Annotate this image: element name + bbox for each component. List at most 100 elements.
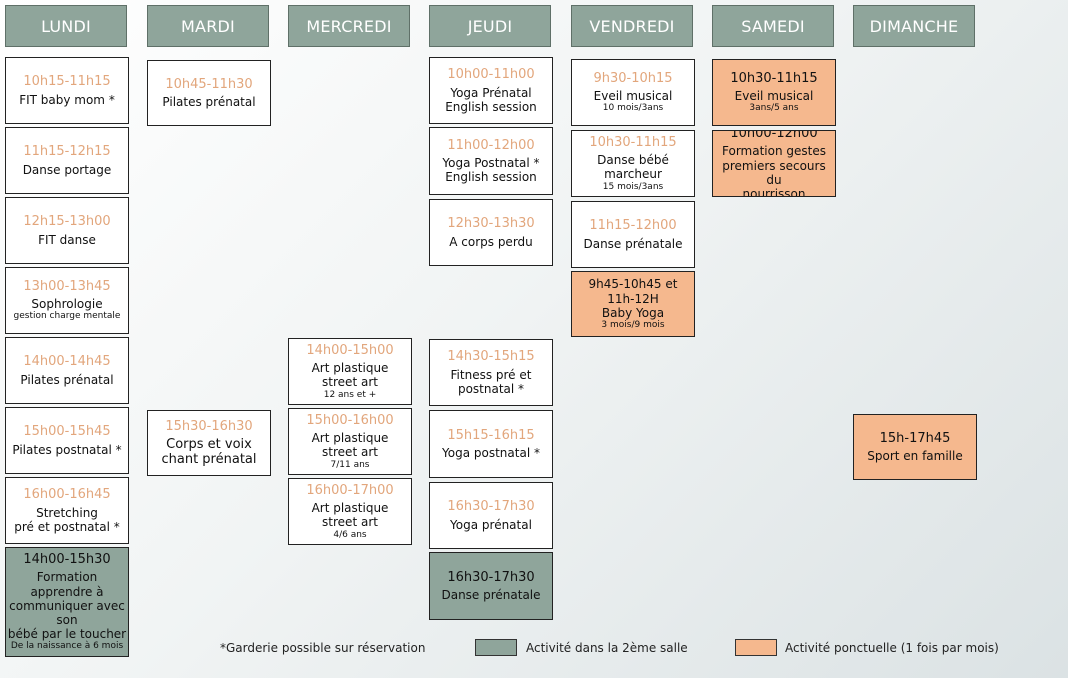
- activity-time: 10h00-12h00: [730, 130, 818, 142]
- activity-card: 14h30-15h15 Fitness pré et postnatal *: [429, 339, 553, 406]
- day-header-vendredi: VENDREDI: [571, 5, 693, 47]
- activity-title-line2: English session: [445, 99, 537, 114]
- activity-subtitle: 12 ans et +: [323, 389, 377, 400]
- activity-card: 9h30-10h15 Eveil musical 10 mois/3ans: [571, 59, 695, 126]
- activity-title: Formation apprendre à: [30, 570, 104, 599]
- activity-time-line2: 11h-12H: [607, 291, 659, 306]
- activity-subtitle: De la naissance à 6 mois: [10, 641, 124, 652]
- activity-card: 15h00-16h00 Art plastique street art 7/1…: [288, 408, 412, 475]
- activity-time: 13h00-13h45: [23, 278, 111, 294]
- activity-title: Eveil musical: [734, 89, 814, 104]
- activity-card: 10h00-11h00 Yoga Prénatal English sessio…: [429, 57, 553, 124]
- activity-time: 9h30-10h15: [593, 70, 673, 86]
- activity-card: 11h15-12h15 Danse portage: [5, 127, 129, 194]
- activity-title: Sophrologie: [31, 297, 103, 312]
- activity-card-occasional: 10h30-11h15 Eveil musical 3ans/5 ans: [712, 59, 836, 126]
- legend-swatch-occasional: [735, 639, 777, 656]
- activity-card-occasional: 15h-17h45 Sport en famille: [853, 414, 977, 480]
- activity-title: Eveil musical: [593, 89, 673, 104]
- activity-title: Sport en famille: [867, 449, 963, 464]
- activity-title-line3: nourrisson: [742, 186, 806, 197]
- activity-title: Yoga Prénatal: [450, 85, 532, 100]
- activity-title-line2: communiquer avec son: [9, 598, 125, 627]
- activity-time: 16h00-17h00: [306, 482, 394, 498]
- day-header-jeudi: JEUDI: [429, 5, 551, 47]
- activity-time: 10h00-11h00: [447, 67, 535, 83]
- activity-subtitle: gestion charge mentale: [13, 311, 121, 322]
- activity-title: Baby Yoga: [601, 305, 665, 320]
- activity-time: 14h00-15h00: [306, 342, 394, 358]
- activity-title: Stretching: [36, 505, 98, 520]
- activity-title-line2: pré et postnatal *: [14, 519, 120, 534]
- activity-time: 16h30-17h30: [447, 499, 535, 515]
- activity-title: Yoga prénatal: [450, 517, 532, 532]
- activity-card: 10h15-11h15 FIT baby mom *: [5, 57, 129, 124]
- activity-time: 16h00-16h45: [23, 487, 111, 503]
- activity-title: FIT danse: [38, 232, 96, 247]
- activity-time: 15h30-16h30: [165, 418, 253, 434]
- activity-title-line3: bébé par le toucher: [7, 627, 127, 642]
- activity-time: 10h30-11h15: [730, 70, 818, 86]
- activity-subtitle: 7/11 ans: [330, 459, 370, 470]
- activity-card: 13h00-13h45 Sophrologie gestion charge m…: [5, 267, 129, 334]
- legend-occasional-label: Activité ponctuelle (1 fois par mois): [785, 641, 999, 655]
- activity-time: 9h45-10h45 et: [588, 277, 678, 292]
- activity-time: 11h15-12h15: [23, 144, 111, 160]
- activity-title-line2: street art: [322, 515, 378, 530]
- activity-time: 14h00-15h30: [23, 552, 111, 568]
- activity-time: 15h15-16h15: [447, 427, 535, 443]
- activity-title: Pilates prénatal: [20, 372, 114, 387]
- activity-time: 12h30-13h30: [447, 216, 535, 232]
- activity-title: Pilates prénatal: [162, 95, 256, 110]
- activity-title: Pilates postnatal *: [12, 442, 122, 457]
- activity-subtitle: 10 mois/3ans: [602, 103, 664, 114]
- activity-title: Fitness pré et: [450, 367, 532, 382]
- activity-title-line2: street art: [322, 375, 378, 390]
- activity-card: 10h30-11h15 Danse bébé marcheur 15 mois/…: [571, 130, 695, 197]
- day-header-dimanche: DIMANCHE: [853, 5, 975, 47]
- activity-card: 10h45-11h30 Pilates prénatal: [147, 60, 271, 126]
- activity-title-line2: postnatal *: [457, 381, 525, 396]
- legend-room2-label: Activité dans la 2ème salle: [526, 641, 688, 655]
- activity-time: 10h45-11h30: [165, 76, 253, 92]
- day-header-samedi: SAMEDI: [712, 5, 834, 47]
- activity-card-room2: 14h00-15h30 Formation apprendre à commun…: [5, 547, 129, 657]
- activity-time: 16h30-17h30: [447, 569, 535, 585]
- activity-time: 12h15-13h00: [23, 214, 111, 230]
- activity-time: 10h15-11h15: [23, 74, 111, 90]
- activity-card-room2: 16h30-17h30 Danse prénatale: [429, 552, 553, 620]
- activity-card: 16h30-17h30 Yoga prénatal: [429, 482, 553, 549]
- activity-title: Yoga postnatal *: [442, 446, 540, 461]
- day-header-mercredi: MERCREDI: [288, 5, 410, 47]
- activity-card: 15h00-15h45 Pilates postnatal *: [5, 407, 129, 474]
- activity-title: Danse prénatale: [583, 236, 683, 251]
- activity-title: Danse portage: [22, 162, 112, 177]
- activity-title-line2: premiers secours du: [722, 158, 826, 187]
- activity-time: 15h00-15h45: [23, 424, 111, 440]
- activity-card: 14h00-15h00 Art plastique street art 12 …: [288, 338, 412, 405]
- legend-swatch-room2: [475, 639, 517, 656]
- activity-subtitle: 3 mois/9 mois: [601, 319, 665, 330]
- activity-title-line2: English session: [445, 170, 537, 185]
- activity-time: 14h30-15h15: [447, 349, 535, 365]
- activity-card-occasional: 9h45-10h45 et 11h-12H Baby Yoga 3 mois/9…: [571, 271, 695, 337]
- activity-time: 11h15-12h00: [589, 218, 677, 234]
- activity-card: 15h15-16h15 Yoga postnatal *: [429, 410, 553, 478]
- activity-card: 12h30-13h30 A corps perdu: [429, 199, 553, 266]
- activity-subtitle: 3ans/5 ans: [749, 103, 799, 114]
- activity-subtitle: 15 mois/3ans: [602, 181, 664, 192]
- activity-title: Danse prénatale: [441, 588, 541, 603]
- activity-subtitle: 4/6 ans: [333, 529, 367, 540]
- activity-title: Danse bébé marcheur: [597, 153, 669, 182]
- activity-card: 11h15-12h00 Danse prénatale: [571, 201, 695, 268]
- activity-card: 11h00-12h00 Yoga Postnatal * English ses…: [429, 127, 553, 195]
- activity-title: Art plastique: [311, 501, 389, 516]
- activity-card: 14h00-14h45 Pilates prénatal: [5, 337, 129, 404]
- activity-time: 14h00-14h45: [23, 354, 111, 370]
- day-header-lundi: LUNDI: [5, 5, 127, 47]
- activity-card: 16h00-17h00 Art plastique street art 4/6…: [288, 478, 412, 545]
- activity-title: Art plastique: [311, 361, 389, 376]
- activity-title: FIT baby mom *: [19, 92, 115, 107]
- activity-title: Corps et voix: [166, 436, 252, 452]
- activity-card: 16h00-16h45 Stretching pré et postnatal …: [5, 477, 129, 544]
